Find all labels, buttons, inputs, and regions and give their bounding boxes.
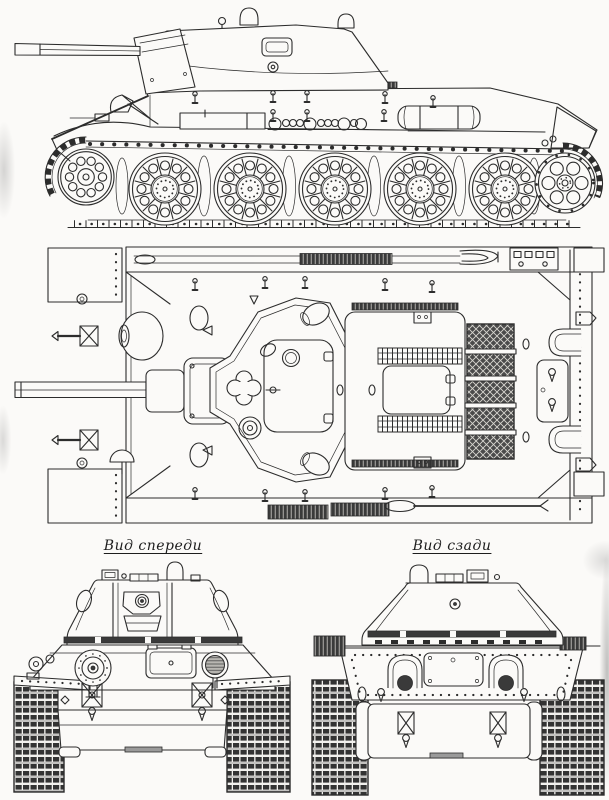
hull-side	[51, 81, 598, 162]
turret-rear	[361, 564, 564, 646]
front-view-drawing	[13, 561, 291, 793]
engine-hatch	[382, 365, 451, 415]
mud-flaps	[47, 247, 605, 524]
siren-horn	[26, 654, 55, 680]
tow-cable	[133, 249, 499, 265]
turret-hatch	[263, 339, 334, 433]
turret-front	[63, 561, 243, 646]
vent-quatrefoil	[226, 370, 262, 406]
gun-barrel-top	[14, 357, 231, 425]
hull-rear	[313, 635, 601, 761]
periscope-dome	[337, 13, 355, 29]
hull-mg-front	[74, 649, 112, 698]
periscope-dome	[239, 7, 259, 26]
saw-and-crowbar	[267, 499, 549, 520]
hull-front	[13, 642, 291, 758]
track-front-left	[13, 681, 65, 793]
headlight-front	[201, 651, 229, 689]
spare-track-links	[267, 117, 369, 131]
top-view-drawing	[14, 246, 605, 524]
driver-hatch-top	[120, 311, 164, 361]
exhaust-covers	[387, 654, 524, 691]
hull-mg-top	[51, 325, 99, 347]
front-view-label: Вид спереди	[103, 538, 203, 554]
headlight-bracket-top	[51, 429, 99, 451]
turret-side	[14, 7, 389, 95]
transmission-hatch-top	[536, 359, 569, 423]
horn-top	[109, 449, 135, 463]
tool-box	[509, 247, 559, 271]
bow-details	[51, 293, 259, 475]
track-side	[44, 136, 604, 229]
rear-deck-top	[522, 328, 582, 454]
radiator-grille	[464, 323, 517, 460]
fuel-tank	[397, 105, 481, 132]
rear-view-label: Вид сзади	[412, 538, 492, 554]
driver-hatch-front	[145, 642, 197, 679]
engine-deck-top	[191, 275, 466, 502]
lower-hull-rear	[355, 701, 543, 761]
drive-sprocket	[533, 151, 597, 215]
track-front-right	[226, 681, 291, 793]
turret-top	[202, 297, 373, 483]
transmission-hatch-rear	[423, 652, 484, 687]
rear-view-drawing	[311, 564, 605, 796]
gun-barrel	[14, 42, 141, 57]
side-view-drawing	[14, 7, 604, 229]
